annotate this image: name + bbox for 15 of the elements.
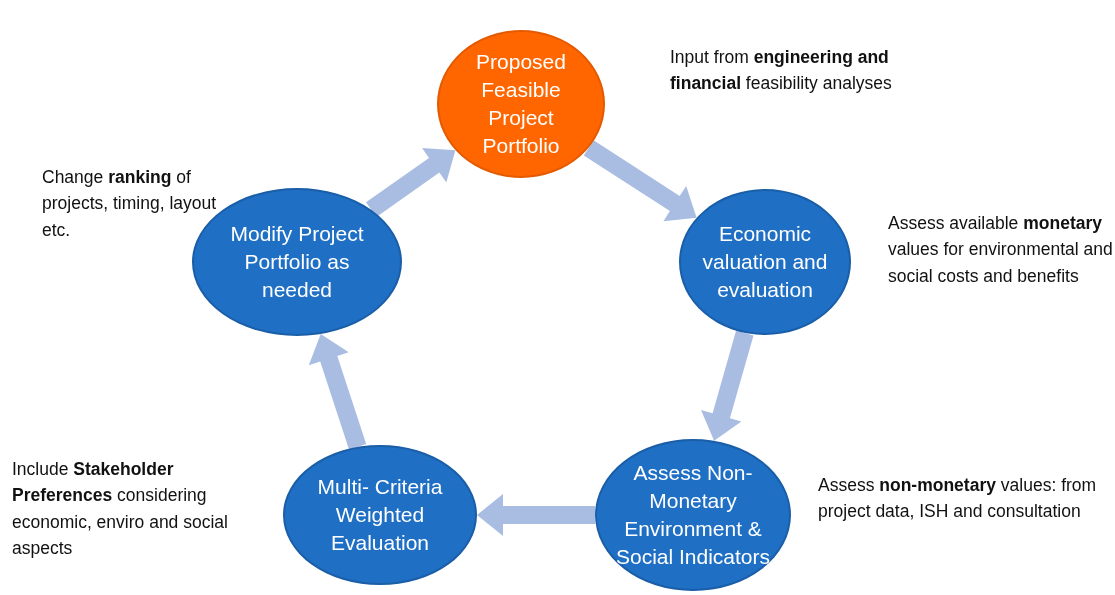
annotation-text: Assess non-monetary values: from project data, ISH and consultation <box>818 474 1098 524</box>
block-arrow <box>477 494 595 536</box>
node-label: Multi- Criteria Weighted Evaluation <box>316 474 444 556</box>
node-label: Proposed Feasible Project Portfolio <box>475 49 567 159</box>
annotation-text: Assess available monetary values for environmental and social costs and benefits <box>888 212 1114 288</box>
annotation-text: Change ranking of projects, timing, layout etc. <box>42 166 218 242</box>
annotation-text: Include Stakeholder Preferences considering economic, enviro and social aspects <box>12 458 229 560</box>
block-arrow <box>308 334 367 450</box>
annotation-text: Input from engineering and financial feasibility analyses <box>670 46 893 96</box>
node-label: Assess Non-Monetary Environment & Social Indicators <box>614 460 772 570</box>
node-label: Economic valuation and evaluation <box>701 221 829 303</box>
block-arrow <box>583 140 697 222</box>
block-arrow <box>701 330 754 441</box>
node-label: Modify Project Portfolio as needed <box>229 221 365 303</box>
block-arrow <box>366 148 456 217</box>
